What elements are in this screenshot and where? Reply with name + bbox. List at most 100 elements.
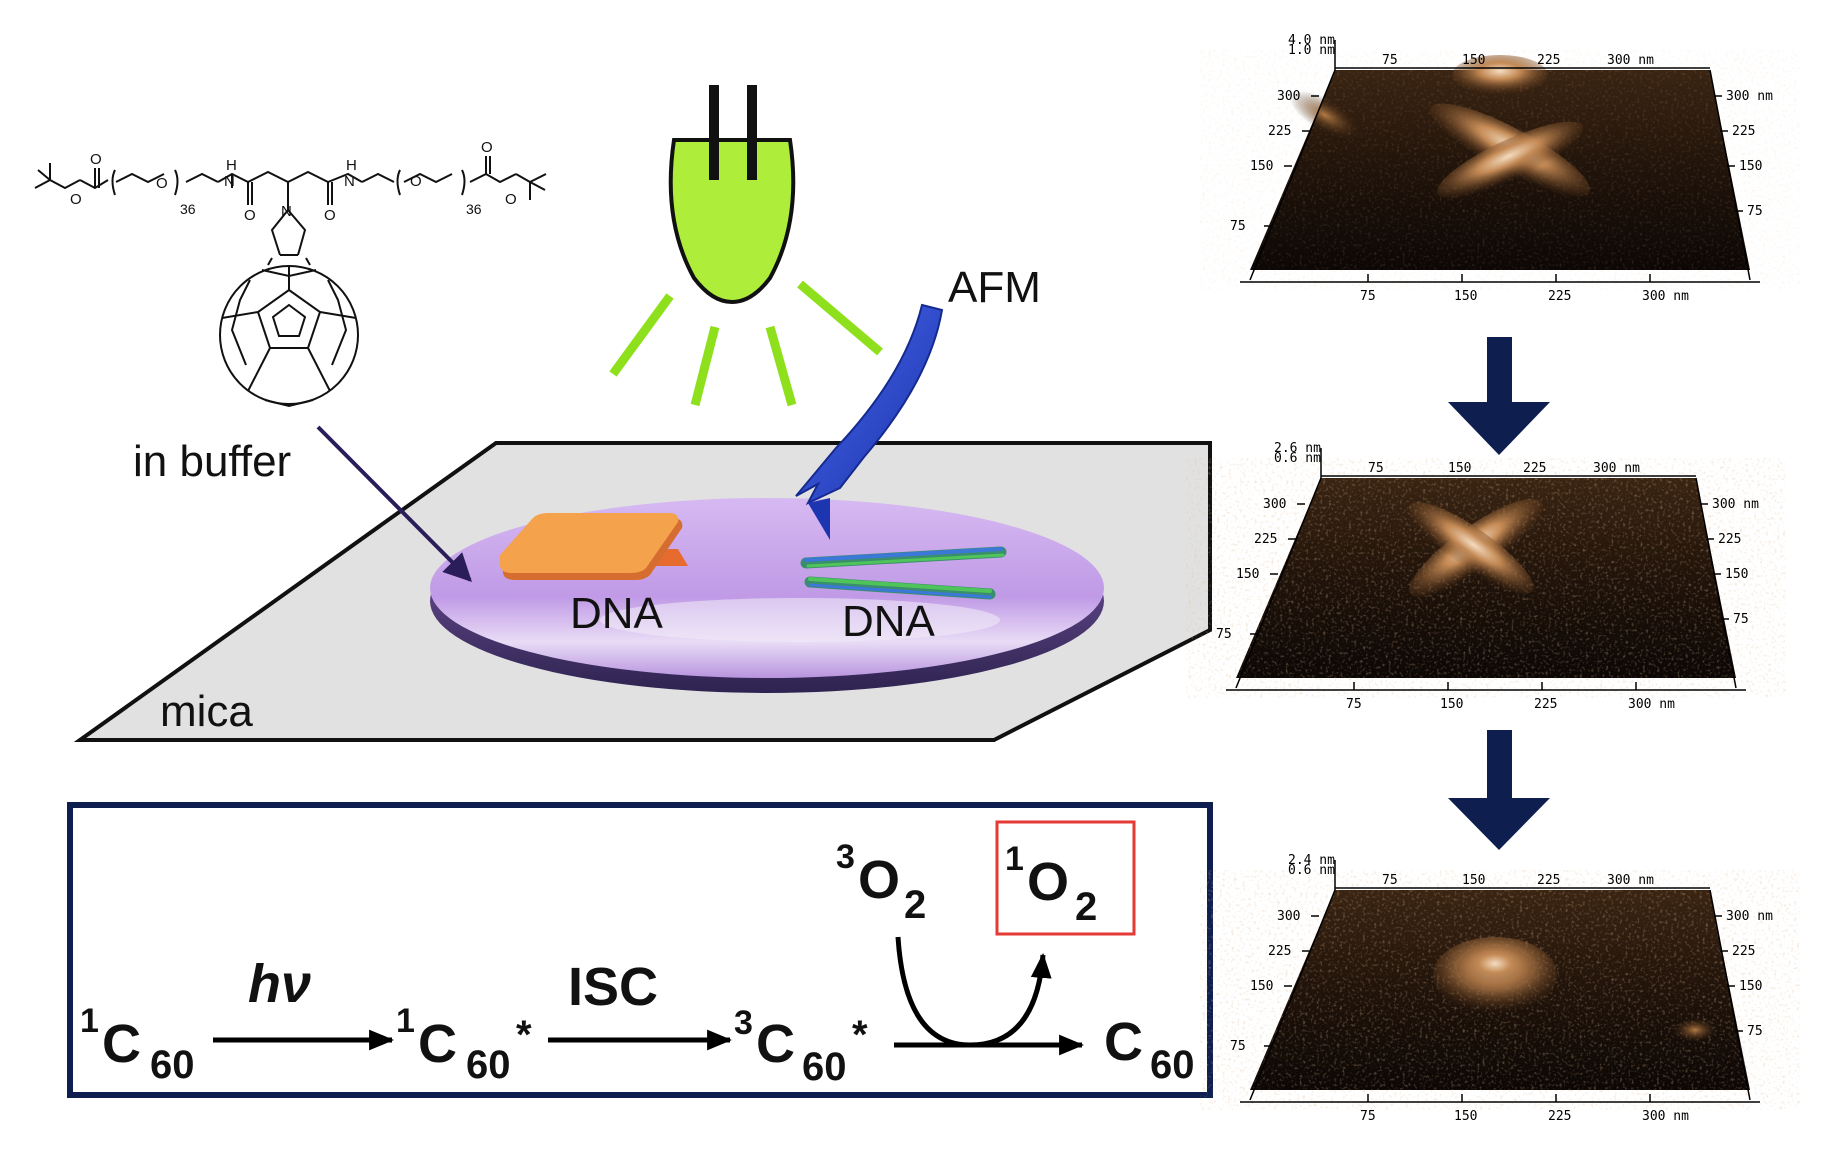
- afm-right-tick: 75: [1747, 1024, 1763, 1039]
- light-source-lamp: [668, 85, 796, 305]
- afm-z-max: 2.4 nm: [1288, 853, 1335, 868]
- afm-x-tick: 75: [1360, 1109, 1376, 1124]
- dna-cross: [800, 546, 1007, 600]
- s1-sub: 60: [466, 1043, 511, 1087]
- afm-top-tick: 75: [1382, 53, 1398, 68]
- afm-x-tick: 300 nm: [1642, 1109, 1689, 1124]
- afm-top-tick: 300 nm: [1593, 461, 1640, 476]
- afm-x-tick: 300 nm: [1642, 289, 1689, 304]
- afm-x-tick: 225: [1548, 289, 1571, 304]
- svg-text:O: O: [505, 191, 517, 208]
- afm-z-max: 4.0 nm: [1288, 33, 1335, 48]
- singlet-oxygen-highlight: [995, 820, 1136, 936]
- afm-y-tick: 75: [1230, 219, 1246, 234]
- afm-top-tick: 75: [1368, 461, 1384, 476]
- svg-text:O: O: [244, 207, 256, 224]
- svg-text:O: O: [70, 191, 82, 208]
- svg-text:N: N: [224, 173, 235, 190]
- svg-text:O: O: [481, 139, 493, 156]
- svg-text:H: H: [346, 157, 357, 174]
- afm-y-tick: 300: [1263, 497, 1286, 512]
- hv-label: hν: [248, 954, 311, 1014]
- s0-symbol: C: [102, 1014, 141, 1074]
- afm-x-tick: 225: [1548, 1109, 1571, 1124]
- in-buffer-label: in buffer: [133, 437, 291, 486]
- afm-right-tick: 225: [1732, 124, 1755, 139]
- afm-x-tick: 75: [1346, 697, 1362, 712]
- mica-label: mica: [160, 687, 253, 736]
- peg-repeat-right: 36: [466, 201, 482, 217]
- afm-axes: [1226, 448, 1746, 691]
- afm-x-tick: 300 nm: [1628, 697, 1675, 712]
- svg-text:N: N: [281, 203, 292, 220]
- afm-feature: [1433, 937, 1717, 1042]
- afm-right-tick: 150: [1739, 979, 1762, 994]
- isc-label: ISC: [568, 957, 658, 1017]
- svg-text:O: O: [324, 207, 336, 224]
- afm-top-tick: 300 nm: [1607, 53, 1654, 68]
- afm-right-tick: 300 nm: [1726, 89, 1773, 104]
- peg-repeat-left: 36: [180, 201, 196, 217]
- svg-text:O: O: [156, 175, 168, 192]
- light-rays: [609, 280, 883, 407]
- afm-z-min: 0.6 nm: [1288, 863, 1335, 878]
- o2-singlet-pre: 1: [1005, 840, 1024, 878]
- dna-label-plate: DNA: [570, 589, 664, 638]
- s0-sub: 60: [150, 1043, 195, 1087]
- afm-axes: [1240, 860, 1760, 1103]
- afm-z-min: 0.6 nm: [1274, 451, 1321, 466]
- afm-top-tick: 150: [1462, 53, 1485, 68]
- afm-y-tick: 75: [1216, 627, 1232, 642]
- dna-origami-plate: [499, 513, 688, 580]
- svg-text:H: H: [226, 157, 237, 174]
- fullerene-cage: [219, 257, 359, 408]
- o2-ground-symbol: O: [858, 850, 900, 910]
- afm-right-tick: 300 nm: [1712, 497, 1759, 512]
- molecule-atom-labels: O O O H N O N O H N O O O: [70, 139, 517, 224]
- flow-arrow-2: [1448, 730, 1550, 850]
- afm-y-tick: 75: [1230, 1039, 1246, 1054]
- afm-feature: [1289, 55, 1591, 199]
- t1-symbol: C: [756, 1014, 795, 1074]
- flow-arrow-1: [1448, 337, 1550, 455]
- afm-cantilever-tip: [795, 303, 944, 540]
- afm-right-tick: 75: [1747, 204, 1763, 219]
- afm-x-tick: 75: [1360, 289, 1376, 304]
- in-buffer-arrow: [316, 425, 472, 582]
- t1-sub: 60: [802, 1045, 847, 1089]
- afm-y-tick: 225: [1254, 532, 1277, 547]
- afm-top-tick: 150: [1462, 873, 1485, 888]
- afm-z-max: 2.6 nm: [1274, 441, 1321, 456]
- afm-y-tick: 150: [1250, 979, 1273, 994]
- afm-panels: 75 150 225 300 nm 75 150 225 300 nm 300 225 150 75 3…: [1216, 33, 1773, 1124]
- afm-y-tick: 225: [1268, 124, 1291, 139]
- afm-y-tick: 300: [1277, 909, 1300, 924]
- o2-ground-pre: 3: [836, 838, 855, 876]
- afm-panel-1: 75 150 225 300 nm 75 150 225 300 nm 300 225 150 75 3…: [1230, 33, 1773, 304]
- afm-y-tick: 300: [1277, 89, 1300, 104]
- afm-top-tick: 225: [1523, 461, 1546, 476]
- afm-right-tick: 225: [1718, 532, 1741, 547]
- afm-y-tick: 150: [1250, 159, 1273, 174]
- t1-star: *: [852, 1013, 868, 1057]
- afm-top-tick: 150: [1448, 461, 1471, 476]
- afm-right-tick: 150: [1739, 159, 1762, 174]
- afm-y-tick: 225: [1268, 944, 1291, 959]
- afm-top-tick: 300 nm: [1607, 873, 1654, 888]
- mechanism-box: [67, 802, 1213, 1098]
- final-sub: 60: [1150, 1043, 1195, 1087]
- afm-top-tick: 75: [1382, 873, 1398, 888]
- afm-axes: [1240, 40, 1760, 283]
- afm-x-tick: 150: [1454, 1109, 1477, 1124]
- t1-pre: 3: [734, 1004, 753, 1042]
- afm-label: AFM: [948, 263, 1041, 312]
- mechanism-arrows: [213, 936, 1085, 1056]
- afm-top-tick: 225: [1537, 873, 1560, 888]
- s1-pre: 1: [396, 1002, 415, 1040]
- afm-right-tick: 300 nm: [1726, 909, 1773, 924]
- dna-label-cross: DNA: [842, 597, 936, 646]
- peg-fullerene-molecule: [34, 156, 547, 256]
- o2-singlet-sub: 2: [1075, 885, 1097, 929]
